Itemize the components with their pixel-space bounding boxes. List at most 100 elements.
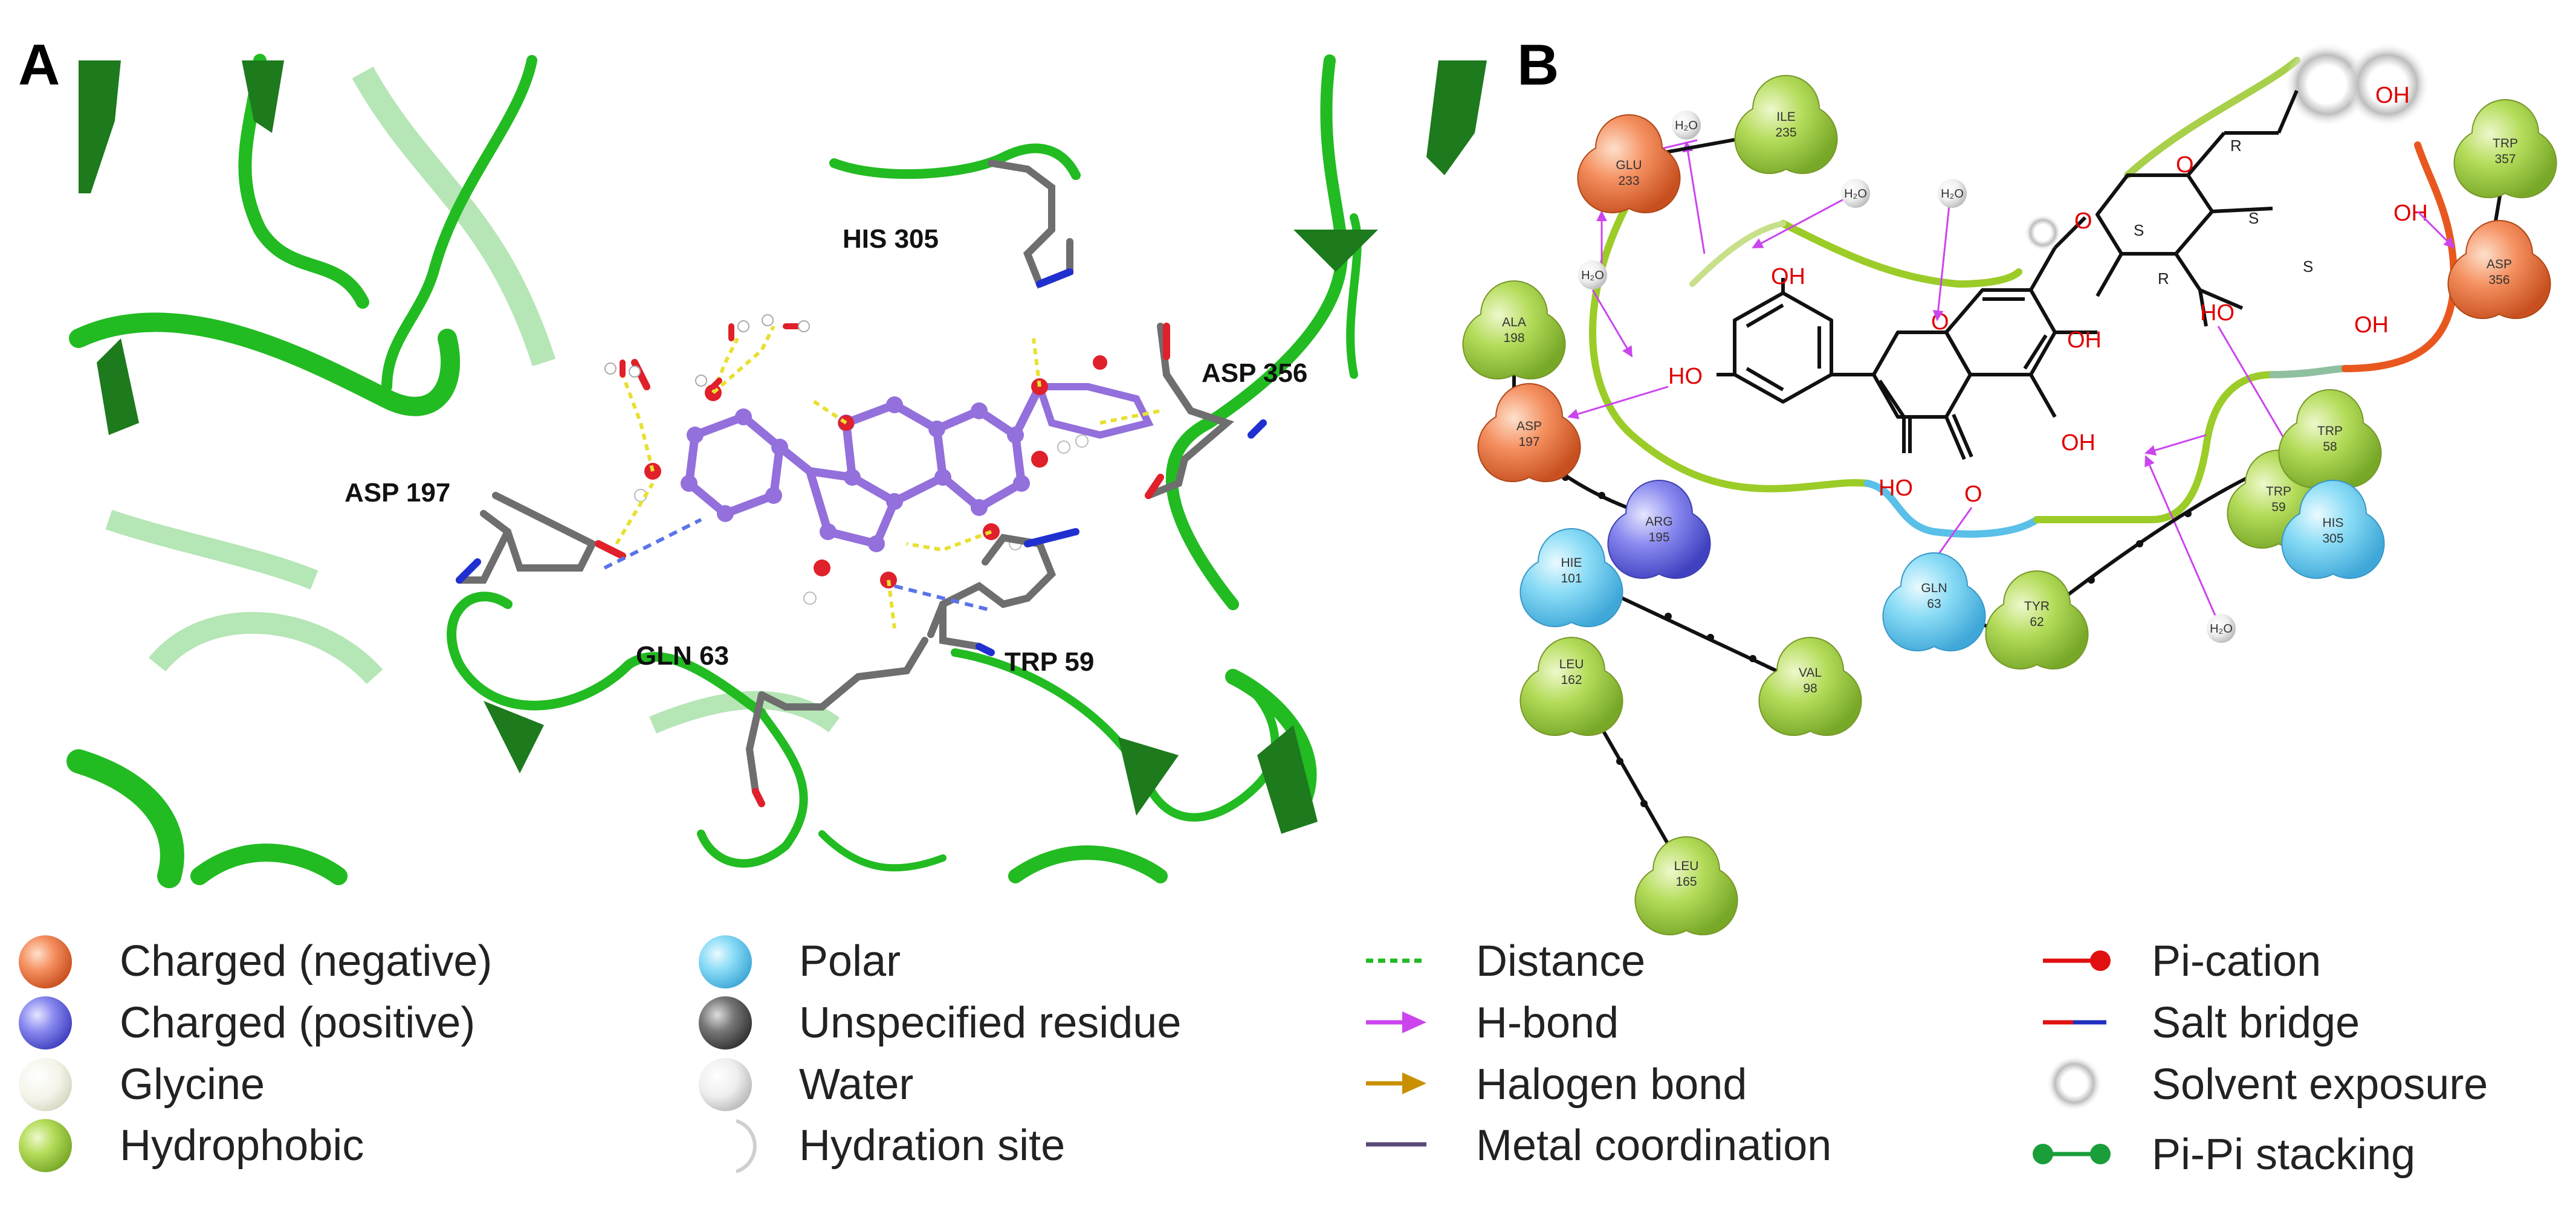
svg-text:TRP: TRP [2317,424,2343,438]
label-asp-197: ASP 197 [345,478,450,508]
svg-text:63: 63 [1927,597,1941,611]
svg-text:197: 197 [1518,435,1539,449]
atom-o-sugar: O [2176,152,2194,178]
salt-bridge-dashes [603,518,992,612]
stereo-labels: S R R S S [2134,137,2313,288]
stereo-r-2: R [2230,137,2242,155]
svg-text:ASP: ASP [2487,257,2512,271]
svg-text:ALA: ALA [1502,315,1526,329]
water-label: H₂O [1844,187,1867,201]
water-icon [1578,260,1607,289]
charged-positive-swatch [19,996,72,1050]
legend-unspecified-residue: Unspecified residue [799,999,1181,1047]
water-label: H₂O [2210,622,2233,636]
atom-o-keto: O [1964,482,1982,507]
atom-oh-a5: OH [2061,430,2095,456]
atom-o-ring: O [1931,309,1949,335]
svg-text:59: 59 [2271,500,2285,514]
solvent-exposure-swatch [2047,1056,2102,1111]
residue-arg-195: ARG 195 [1607,480,1711,579]
water-icon [1938,179,1967,208]
water-icon [1672,111,1701,140]
residue-nitrogens [456,268,1267,656]
water-icon [2207,614,2236,643]
atom-oh-s2: OH [2354,312,2389,338]
waters-2d: H₂O H₂O H₂O H₂O H₂O [1578,111,2236,643]
polar-swatch [699,935,752,988]
svg-text:GLN: GLN [1921,581,1947,595]
stereo-s-3: S [2303,257,2313,276]
residue-asp-197: ASP 197 [1477,383,1581,483]
svg-text:101: 101 [1561,572,1582,585]
svg-text:305: 305 [2322,532,2343,546]
svg-text:ARG: ARG [1645,515,1673,529]
svg-text:GLU: GLU [1616,158,1642,172]
residue-ala-198: ALA 198 [1462,280,1566,380]
svg-text:356: 356 [2488,273,2510,287]
residue-trp-58: TRP 58 [2278,389,2382,489]
protein-ribbons [66,54,1362,888]
residue-leu-165: LEU 165 [1634,836,1738,936]
label-asp-356: ASP 356 [1202,358,1307,388]
halogen-bond-swatch [1366,1072,1426,1094]
residue-val-98: VAL 98 [1758,637,1862,737]
svg-text:HIE: HIE [1561,556,1582,570]
solvent-exposure-halos [2025,42,2430,251]
atom-oh-ch2: OH [2375,83,2410,108]
svg-text:357: 357 [2494,152,2516,166]
chain-dots [1562,474,2192,850]
residue-tyr-62: TYR 62 [1985,570,2089,670]
legend-charged-positive: Charged (positive) [120,999,475,1047]
pi-cation-swatch [2043,950,2111,971]
stereo-r-1: R [2158,269,2169,288]
legend-metal-coordination: Metal coordination [1476,1121,1831,1170]
legend-solvent-exposure: Solvent exposure [2152,1060,2488,1109]
panel-a-label: A [18,33,60,97]
water-swatch [699,1058,752,1111]
water-icon [1841,179,1870,208]
ligand-2d [1717,89,2299,460]
residue-asp-356: ASP 356 [2447,220,2551,320]
legend-polar: Polar [799,937,901,985]
water-label: H₂O [1941,187,1964,201]
charged-negative-swatch [19,935,72,988]
svg-text:98: 98 [1803,682,1817,695]
label-his-305: HIS 305 [843,224,939,254]
pi-pi-stacking-swatch [2033,1144,2111,1164]
atom-o-glyco: O [2074,208,2092,234]
water-label: H₂O [1581,269,1604,282]
atom-oh-top: OH [1771,264,1805,289]
atom-ho-left: HO [1668,364,1703,389]
legend-hbond: H-bond [1476,999,1619,1047]
svg-text:235: 235 [1775,126,1796,140]
residue-drops: GLU 233 ILE 235 ALA 198 ASP 197 ARG [1462,75,2557,936]
residue-his-305: HIS 305 [2281,480,2385,579]
residue-hie-101: HIE 101 [1519,528,1623,628]
label-gln-63: GLN 63 [636,641,729,671]
waters-3d [604,314,810,390]
stereo-s-2: S [2248,209,2259,227]
ligand-atom-labels: OH HO O HO O OH OH O O OH OH OH HO [1668,83,2428,507]
residue-sticks [456,160,1234,795]
residue-leu-162: LEU 162 [1519,637,1623,737]
legend-hydration-site: Hydration site [799,1121,1065,1170]
atom-ho-s3: HO [2200,300,2235,326]
svg-text:ILE: ILE [1776,110,1796,124]
svg-text:HIS: HIS [2322,516,2343,530]
hbond-dashes [615,325,1161,629]
legend-pi-cation: Pi-cation [2152,937,2321,985]
hbond-swatch [1366,1011,1426,1033]
stereo-s-1: S [2134,221,2144,239]
atom-ho-bottom: HO [1879,476,1913,501]
svg-text:165: 165 [1675,875,1697,889]
panel-a: HIS 305 ASP 356 ASP 197 GLN 63 TRP 59 [66,54,1492,888]
svg-text:TRP: TRP [2266,485,2291,498]
residue-glu-233: GLU 233 [1577,114,1681,214]
water-label: H₂O [1675,119,1698,132]
legend-halogen-bond: Halogen bond [1476,1060,1747,1109]
legend-glycine: Glycine [120,1060,265,1109]
legend-water: Water [799,1060,913,1109]
hydrophobic-swatch [19,1119,72,1172]
panel-b-label: B [1517,33,1559,97]
